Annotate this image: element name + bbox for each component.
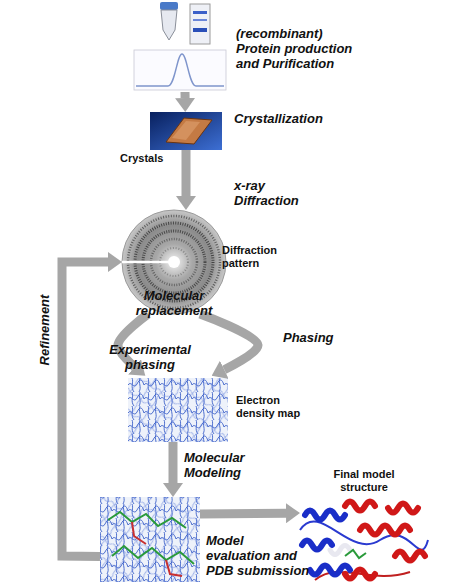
gel-band: [193, 19, 207, 21]
ribbon-loop: [345, 550, 366, 558]
step-caption: Diffraction pattern: [222, 244, 286, 270]
density-map-bg: [128, 378, 228, 442]
helix: [388, 504, 418, 513]
density-mesh: [128, 378, 228, 442]
helix: [302, 541, 332, 550]
step-caption: Electron density map: [236, 394, 306, 420]
process-label: Molecular Modeling: [184, 450, 269, 480]
helix: [305, 511, 345, 520]
atom-sticks: [132, 522, 146, 544]
crystal-facet: [172, 121, 200, 140]
process-label: Refinement: [37, 295, 52, 366]
process-arrow: [200, 314, 258, 370]
process-arrow: [181, 92, 190, 98]
process-label: x-ray Diffraction: [234, 178, 314, 208]
chromatogram-peak: [136, 54, 224, 86]
process-arrow: [169, 442, 178, 483]
illustrated-step: (recombinant) Protein production and Pur…: [128, 0, 228, 92]
density-mesh: [128, 378, 228, 442]
helix: [345, 502, 375, 511]
step-caption: Crystals: [120, 152, 180, 165]
gel-strip: [190, 4, 210, 44]
model-mesh: [100, 497, 200, 582]
process-label: Crystallization: [234, 111, 354, 126]
tube-cap: [160, 2, 178, 10]
crystal: [166, 118, 212, 144]
gel-band: [193, 28, 207, 32]
process-label: Experimental phasing: [104, 342, 196, 372]
step-caption: Final model structure: [324, 468, 404, 494]
illustrated-step: Final model structure: [300, 498, 430, 582]
helix: [395, 552, 425, 561]
process-label: Molecular replacement: [128, 288, 220, 318]
tube-body: [161, 10, 177, 40]
ribbon-loop: [300, 521, 428, 549]
process-arrow: [181, 150, 190, 196]
helix: [330, 546, 350, 555]
model-mesh: [100, 497, 200, 582]
illustrated-step: Model evaluation and PDB submission: [100, 497, 200, 582]
gel-band: [193, 11, 207, 14]
process-arrow: [62, 262, 108, 557]
beam-stop: [122, 261, 174, 264]
atom-sticks: [108, 512, 186, 528]
process-label: Phasing: [283, 330, 353, 345]
illustrated-step: Electron density map: [128, 378, 228, 442]
step-caption: (recombinant) Protein production and Pur…: [236, 26, 371, 71]
chromatogram-frame: [134, 50, 226, 90]
atom-sticks: [112, 546, 194, 564]
illustrated-step: Crystals: [150, 112, 222, 150]
helix: [360, 526, 410, 535]
crystal-photo: [150, 112, 222, 150]
step-caption: Model evaluation and PDB submission: [206, 533, 310, 578]
model-map-bg: [100, 497, 200, 582]
helix: [345, 570, 375, 579]
atom-sticks: [166, 560, 182, 576]
process-arrow: [200, 509, 286, 519]
